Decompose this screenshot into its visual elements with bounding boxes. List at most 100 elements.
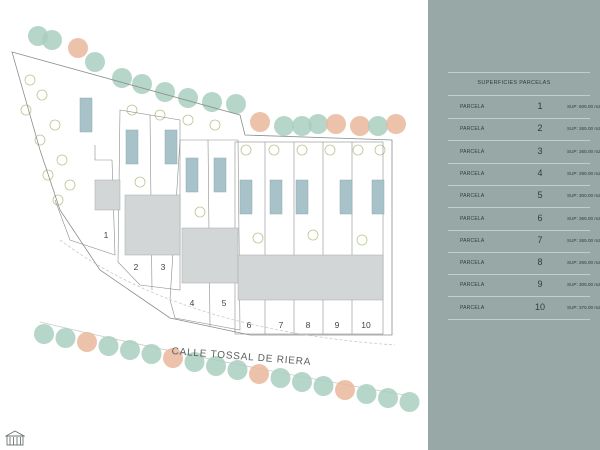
row-number: 5 <box>537 190 543 201</box>
table-rule <box>448 229 590 231</box>
row-label: PARCELA <box>460 170 485 177</box>
row-label: PARCELA <box>460 215 485 222</box>
plot-number: 5 <box>221 298 227 308</box>
tree <box>112 68 132 88</box>
tree-row <box>34 324 420 412</box>
building-footprint <box>181 227 239 284</box>
tree <box>326 114 346 134</box>
site-plan <box>11 26 420 412</box>
table-rule <box>448 118 590 119</box>
tree <box>34 324 54 344</box>
tree <box>368 116 388 136</box>
row-number: 2 <box>537 123 543 134</box>
tree <box>350 116 370 136</box>
shrub <box>49 119 61 131</box>
building-logo-icon <box>5 430 25 446</box>
row-area: SUP: 265.00 m2 <box>567 260 600 266</box>
shrub <box>324 144 336 156</box>
row-area: SUP: 265.00 m2 <box>567 126 600 132</box>
plot-number: 10 <box>361 320 371 330</box>
table-rule <box>448 296 590 298</box>
pool <box>125 129 139 165</box>
pool <box>213 157 227 193</box>
tree <box>308 114 328 134</box>
tree <box>378 388 398 408</box>
table-row: PARCELA 2 SUP: 265.00 m2 <box>448 118 600 140</box>
tree <box>274 116 294 136</box>
table-rule <box>448 72 590 73</box>
tree <box>155 82 175 102</box>
shrub <box>64 179 76 191</box>
row-number: 7 <box>537 234 543 245</box>
pool <box>79 97 93 133</box>
row-area: SUP: 365.00 m2 <box>567 215 600 221</box>
table-rule <box>448 251 590 253</box>
tree <box>184 352 205 372</box>
tree <box>226 94 246 114</box>
table-title: SUPERFICIES PARCELAS <box>477 80 551 86</box>
plot-outline-2-3 <box>117 109 181 291</box>
row-number: 10 <box>534 301 545 312</box>
plot-number: 3 <box>160 262 166 272</box>
table-rule <box>448 95 590 96</box>
shrub <box>36 89 48 101</box>
shrub <box>126 104 138 116</box>
building-footprints <box>94 179 384 301</box>
shrub <box>374 144 386 156</box>
tree <box>85 52 105 72</box>
shrub <box>24 74 36 86</box>
table-rule <box>448 318 590 320</box>
row-number: 6 <box>537 212 543 223</box>
shrub <box>209 119 221 131</box>
row-area: SUP: 265.00 m2 <box>567 237 600 243</box>
pool <box>164 129 178 165</box>
row-number: 8 <box>537 257 543 268</box>
tree <box>313 376 334 396</box>
tree-group <box>28 26 406 136</box>
tree <box>206 356 226 376</box>
row-label: PARCELA <box>460 104 485 110</box>
shrub-group <box>20 74 386 246</box>
shrub <box>252 232 264 244</box>
tree <box>202 92 222 112</box>
shrub <box>34 134 46 146</box>
tree <box>163 348 183 368</box>
plot-number: 9 <box>334 320 340 330</box>
plot-number: 2 <box>133 262 139 272</box>
tree <box>292 116 312 136</box>
row-label: PARCELA <box>460 148 485 155</box>
plot-number: 1 <box>103 230 109 240</box>
tree <box>141 344 162 364</box>
shrub <box>56 154 68 166</box>
tree <box>292 372 312 392</box>
plot-number: 7 <box>278 320 284 330</box>
pools <box>79 97 385 215</box>
table-rule <box>448 207 590 209</box>
row-label: PARCELA <box>460 126 485 133</box>
row-number: 4 <box>537 167 543 178</box>
row-area: SUP: 375.00 m2 <box>567 304 600 310</box>
plot-number: 4 <box>189 298 195 308</box>
shrub <box>42 169 54 181</box>
tree <box>77 332 97 352</box>
pool <box>269 179 283 215</box>
row-number: 1 <box>537 101 543 111</box>
building-footprint <box>124 194 181 256</box>
shrub <box>134 176 146 188</box>
pool <box>185 157 199 193</box>
row-area: SUP: 300.00 m2 <box>567 193 600 199</box>
plot-outline-4-5 <box>169 139 241 331</box>
tree <box>250 112 270 132</box>
tree <box>386 114 406 134</box>
shrub <box>356 234 368 246</box>
shrub <box>307 229 319 241</box>
tree <box>178 88 198 108</box>
tree <box>98 336 119 356</box>
row-number: 9 <box>537 279 543 290</box>
